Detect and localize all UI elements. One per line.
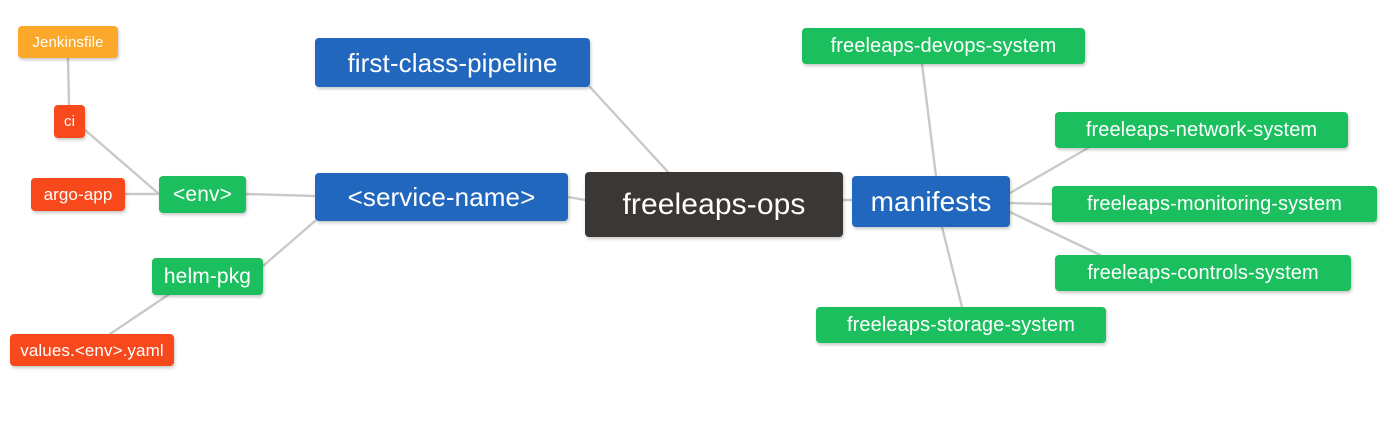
node-label: freeleaps-network-system <box>1085 119 1318 141</box>
node-label: freeleaps-monitoring-system <box>1086 193 1342 215</box>
node-env[interactable]: <env> <box>159 176 246 213</box>
edge-jenkins-to-ci <box>66 56 71 107</box>
node-label: values.<env>.yaml <box>20 340 164 360</box>
edge-manifests-to-monitoring <box>1008 201 1054 206</box>
node-label: Jenkinsfile <box>32 33 104 51</box>
node-label: manifests <box>870 185 992 217</box>
node-controls[interactable]: freeleaps-controls-system <box>1055 255 1351 291</box>
node-network[interactable]: freeleaps-network-system <box>1055 112 1348 148</box>
node-label: freeleaps-devops-system <box>830 35 1057 57</box>
node-label: argo-app <box>43 185 113 204</box>
edge-service-to-root <box>566 195 587 202</box>
node-argo[interactable]: argo-app <box>31 178 125 211</box>
edge-pipeline-to-root <box>588 85 670 174</box>
node-label: ci <box>63 113 76 130</box>
edge-manifests-to-devops <box>920 62 938 178</box>
edge-service-to-helm <box>261 219 317 268</box>
node-service[interactable]: <service-name> <box>315 173 568 221</box>
node-monitoring[interactable]: freeleaps-monitoring-system <box>1052 186 1377 222</box>
node-storage[interactable]: freeleaps-storage-system <box>816 307 1106 343</box>
node-values[interactable]: values.<env>.yaml <box>10 334 174 366</box>
edge-env-to-service <box>244 192 317 198</box>
node-label: helm-pkg <box>163 265 252 288</box>
node-label: freeleaps-storage-system <box>846 314 1076 336</box>
node-label: freeleaps-controls-system <box>1087 262 1319 284</box>
node-jenkins[interactable]: Jenkinsfile <box>18 26 118 58</box>
node-label: freeleaps-ops <box>622 187 806 221</box>
edge-helm-to-values <box>108 293 170 336</box>
node-devops[interactable]: freeleaps-devops-system <box>802 28 1085 64</box>
node-label: <service-name> <box>347 182 536 212</box>
node-ci[interactable]: ci <box>54 105 85 138</box>
edge-manifests-to-storage <box>940 225 964 309</box>
node-label: first-class-pipeline <box>347 47 558 78</box>
node-helm[interactable]: helm-pkg <box>152 258 263 295</box>
node-label: <env> <box>173 183 232 206</box>
node-manifests[interactable]: manifests <box>852 176 1010 227</box>
node-pipeline[interactable]: first-class-pipeline <box>315 38 590 87</box>
node-root[interactable]: freeleaps-ops <box>585 172 843 237</box>
